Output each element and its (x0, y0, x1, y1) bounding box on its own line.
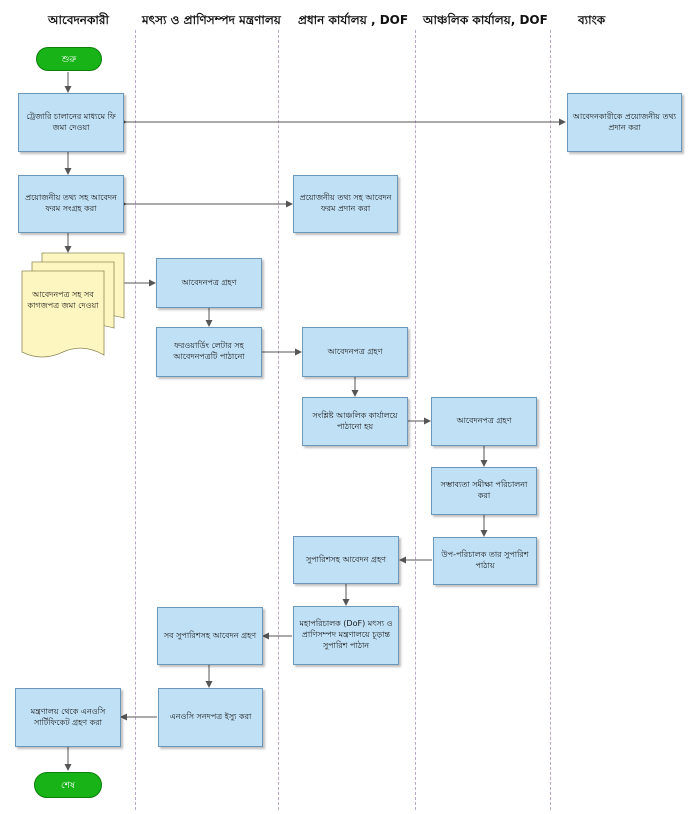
feasibility-step: সম্ভাব্যতা সমীক্ষা পরিচালনা করা (431, 467, 537, 515)
start-terminal: শুরু (36, 47, 102, 71)
treasury-fee-step: ট্রেজারি চালানের মাধ্যমে ফি জমা দেওয়া (18, 93, 124, 152)
multi-document-shape (21, 252, 125, 358)
end-terminal: শেষ (34, 772, 102, 798)
bank-info-step: আবেদনকারীকে প্রয়োজনীয় তথ্য প্রদান করা (567, 93, 682, 152)
lane-divider-4 (550, 30, 551, 810)
lane-divider-1 (135, 30, 136, 810)
submit-docs-step: আবেদনপত্র সহ সব কাগজপত্র জমা দেওয়া (27, 290, 99, 310)
lane-divider-2 (278, 30, 279, 810)
issue-noc-step: এনওসি সনদপত্র ইস্যু করা (158, 688, 263, 747)
ministry-receive-step: আবেদনপত্র গ্রহণ (156, 258, 262, 308)
ho-receive-step: আবেদনপত্র গ্রহণ (302, 327, 408, 377)
deputy-recommend-step: উপ-পরিচালক তার সুপারিশ পাঠায় (433, 537, 537, 585)
lane-header-head-office: প্রধান কার্যালয় , DOF (298, 13, 409, 27)
lane-header-ministry: মৎস্য ও প্রাণিসম্পদ মন্ত্রণালয় (142, 13, 281, 27)
lane-header-regional-office: আঞ্চলিক কার্যালয়, DOF (423, 13, 548, 27)
ministry-receive-recommendation-step: সব সুপারিশসহ আবেদন গ্রহণ (157, 607, 263, 665)
lane-header-applicant: আবেদনকারী (48, 13, 109, 27)
receive-noc-step: মন্ত্রণালয় থেকে এনওসি সার্টিফিকেট গ্রহণ… (15, 688, 121, 747)
lane-divider-3 (415, 30, 416, 810)
provide-form-step: প্রয়োজনীয় তথ্য সহ আবেদন ফরম প্রদান করা (293, 175, 398, 233)
ho-receive-recommendation-step: সুপারিশসহ আবেদন গ্রহণ (293, 536, 399, 584)
regional-receive-step: আবেদনপত্র গ্রহণ (431, 397, 537, 446)
send-regional-step: সংশ্লিষ্ট আঞ্চলিক কার্যালয়ে পাঠানো হয় (302, 397, 408, 446)
lane-header-bank: ব্যাংক (578, 13, 606, 27)
dg-recommend-step: মহাপরিচালক (DoF) মৎস্য ও প্রাণিসম্পদ মন্… (293, 606, 399, 665)
collect-form-step: প্রয়োজনীয় তথ্য সহ আবেদন ফরম সংগ্রহ করা (18, 175, 124, 233)
forward-letter-step: ফরওয়ার্ডিং লেটার সহ আবেদনপত্রটি পাঠানো (156, 327, 262, 377)
